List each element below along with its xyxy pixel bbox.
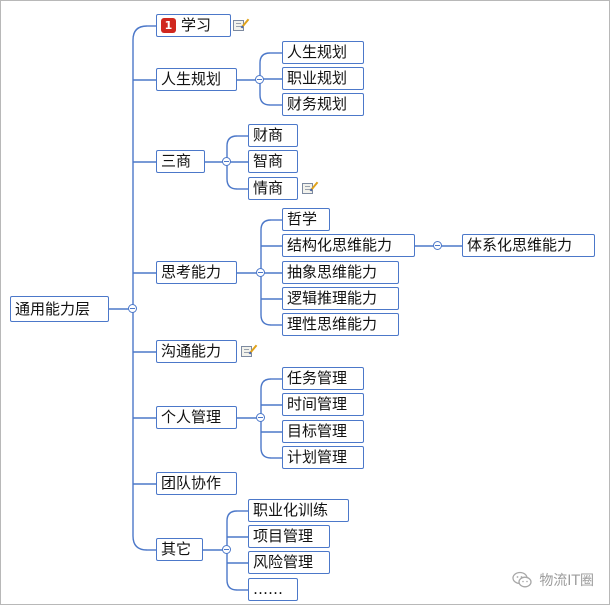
leaf-label: 目标管理 (287, 422, 348, 440)
leaf-structured-thinking[interactable]: 结构化思维能力 (282, 234, 415, 257)
root-label: 通用能力层 (15, 300, 91, 318)
branch-learning[interactable]: 1 学习 (156, 14, 231, 37)
leaf-label: 逻辑推理能力 (287, 289, 378, 307)
chat-bubble-icon (512, 571, 532, 588)
watermark: 物流IT圈 (512, 570, 594, 590)
leaf-label: 理性思维能力 (287, 315, 378, 333)
leaf-project-management[interactable]: 项目管理 (248, 525, 330, 548)
leaf-fq[interactable]: 财商 (248, 124, 298, 147)
branch-thinking[interactable]: 思考能力 (156, 261, 237, 284)
leaf-label: 职业化训练 (253, 501, 329, 519)
leaf-label: 抽象思维能力 (287, 263, 378, 281)
branch-teamwork[interactable]: 团队协作 (156, 472, 237, 495)
branch-label: 学习 (181, 16, 212, 34)
collapse-toggle-thinking[interactable] (256, 268, 265, 277)
branch-label: 三商 (161, 152, 192, 170)
leaf-abstract-thinking[interactable]: 抽象思维能力 (282, 261, 399, 284)
leaf-label: 财商 (253, 126, 284, 144)
branch-label: 团队协作 (161, 474, 222, 492)
leaf-risk-management[interactable]: 风险管理 (248, 551, 330, 574)
leaf-label: 风险管理 (253, 553, 314, 571)
branch-life-planning[interactable]: 人生规划 (156, 68, 237, 91)
leaf-label: 职业规划 (287, 69, 348, 87)
branch-label: 个人管理 (161, 408, 222, 426)
leaf-professional-training[interactable]: 职业化训练 (248, 499, 349, 522)
leaf-task-management[interactable]: 任务管理 (282, 367, 364, 390)
leaf-label: 智商 (253, 152, 284, 170)
leaf-label: 财务规划 (287, 95, 348, 113)
leaf-life-plan[interactable]: 人生规划 (282, 41, 364, 64)
priority-1-icon: 1 (161, 18, 176, 33)
root-node[interactable]: 通用能力层 (10, 296, 109, 322)
branch-three-quotients[interactable]: 三商 (156, 150, 205, 173)
collapse-toggle-life-planning[interactable] (255, 75, 264, 84)
watermark-text: 物流IT圈 (539, 573, 594, 589)
leaf-label: 人生规划 (287, 43, 348, 61)
leaf-logical-reasoning[interactable]: 逻辑推理能力 (282, 287, 399, 310)
leaf-label: …… (253, 580, 283, 598)
leaf-label: 哲学 (287, 210, 318, 228)
leaf-philosophy[interactable]: 哲学 (282, 208, 330, 231)
leaf-label: 结构化思维能力 (287, 236, 393, 254)
leaf-label: 任务管理 (287, 369, 348, 387)
branch-communication[interactable]: 沟通能力 (156, 340, 237, 363)
branch-label: 思考能力 (161, 263, 222, 281)
leaf-rational-thinking[interactable]: 理性思维能力 (282, 313, 399, 336)
leaf-more[interactable]: …… (248, 578, 298, 601)
leaf-systematic-thinking[interactable]: 体系化思维能力 (462, 234, 595, 257)
leaf-label: 计划管理 (287, 448, 348, 466)
collapse-toggle-personal-management[interactable] (256, 413, 265, 422)
branch-label: 沟通能力 (161, 342, 222, 360)
collapse-toggle-structured-thinking[interactable] (433, 241, 442, 250)
leaf-career-plan[interactable]: 职业规划 (282, 67, 364, 90)
leaf-label: 体系化思维能力 (467, 236, 573, 254)
leaf-label: 项目管理 (253, 527, 314, 545)
leaf-label: 时间管理 (287, 395, 348, 413)
leaf-goal-management[interactable]: 目标管理 (282, 420, 364, 443)
branch-label: 其它 (161, 540, 192, 558)
collapse-toggle-other[interactable] (222, 545, 231, 554)
leaf-finance-plan[interactable]: 财务规划 (282, 93, 364, 116)
collapse-toggle-three-quotients[interactable] (222, 157, 231, 166)
branch-label: 人生规划 (161, 70, 222, 88)
collapse-toggle-root[interactable] (128, 304, 137, 313)
leaf-label: 情商 (253, 179, 284, 197)
note-icon[interactable] (302, 183, 313, 194)
leaf-iq[interactable]: 智商 (248, 150, 298, 173)
leaf-eq[interactable]: 情商 (248, 177, 298, 200)
branch-personal-management[interactable]: 个人管理 (156, 406, 237, 429)
leaf-time-management[interactable]: 时间管理 (282, 393, 364, 416)
note-icon[interactable] (241, 346, 252, 357)
note-icon[interactable] (233, 20, 244, 31)
leaf-plan-management[interactable]: 计划管理 (282, 446, 364, 469)
branch-other[interactable]: 其它 (156, 538, 203, 561)
